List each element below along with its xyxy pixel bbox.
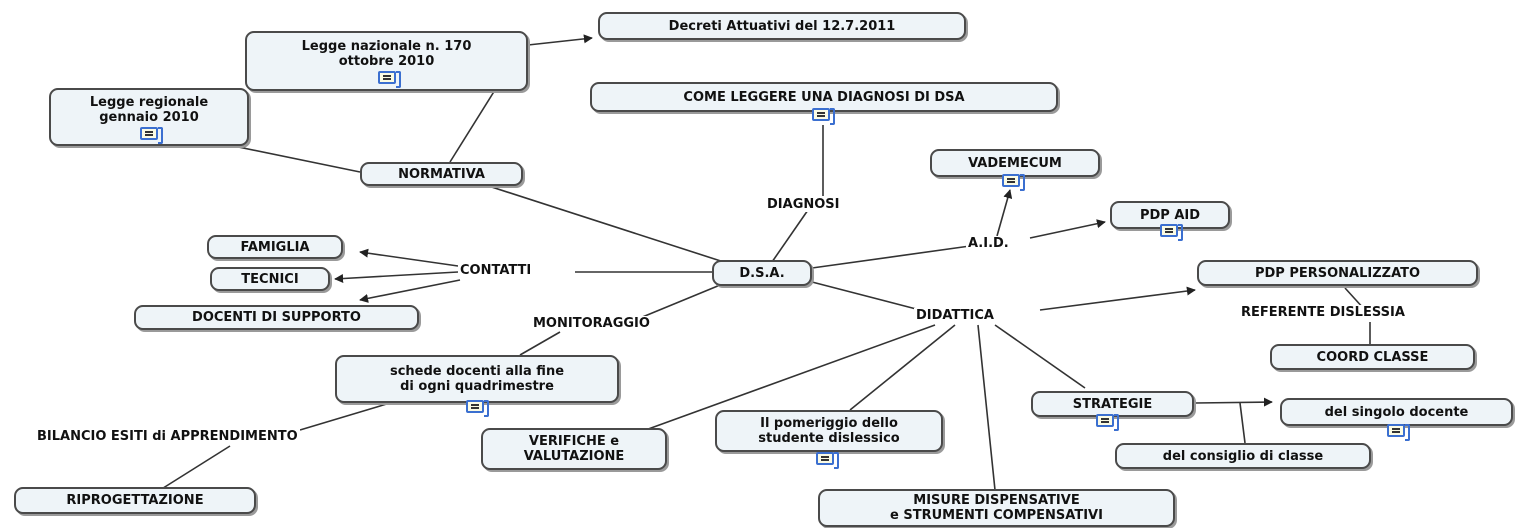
node-text: di ogni quadrimestre — [400, 379, 554, 394]
node-text: COORD CLASSE — [1316, 349, 1429, 365]
node-docenti-supporto[interactable]: DOCENTI DI SUPPORTO — [134, 305, 419, 330]
node-famiglia[interactable]: FAMIGLIA — [207, 235, 343, 259]
node-schede-docenti[interactable]: schede docenti alla fine di ogni quadrim… — [335, 355, 619, 403]
node-text: COME LEGGERE UNA DIAGNOSI DI DSA — [683, 89, 965, 105]
node-coord-classe[interactable]: COORD CLASSE — [1270, 344, 1475, 370]
node-legge-nazionale[interactable]: Legge nazionale n. 170 ottobre 2010 — [245, 31, 528, 91]
link-label-diagnosi: DIAGNOSI — [765, 197, 842, 212]
node-pdp-personalizzato[interactable]: PDP PERSONALIZZATO — [1197, 260, 1478, 286]
node-misure-strumenti[interactable]: MISURE DISPENSATIVE e STRUMENTI COMPENSA… — [818, 489, 1175, 527]
node-text: TECNICI — [241, 271, 299, 287]
node-verifiche-valutazione[interactable]: VERIFICHE e VALUTAZIONE — [481, 428, 667, 470]
node-text: Legge regionale — [89, 94, 209, 110]
node-decreti-attuativi[interactable]: Decreti Attuativi del 12.7.2011 — [598, 12, 966, 40]
node-text: NORMATIVA — [398, 166, 485, 182]
node-legge-regionale[interactable]: Legge regionale gennaio 2010 — [49, 88, 249, 146]
link-label-aid: A.I.D. — [966, 236, 1011, 251]
node-text: ottobre 2010 — [338, 53, 435, 69]
node-text: VERIFICHE e — [528, 434, 620, 449]
node-singolo-docente[interactable]: del singolo docente — [1280, 398, 1513, 426]
node-pomeriggio-studente[interactable]: Il pomeriggio dello studente dislessico — [715, 410, 943, 452]
node-text: PDP AID — [1139, 207, 1201, 223]
node-text: VALUTAZIONE — [523, 449, 625, 464]
node-tecnici[interactable]: TECNICI — [210, 267, 330, 291]
link-label-didattica: DIDATTICA — [914, 308, 996, 323]
document-icon[interactable] — [1160, 224, 1183, 241]
document-icon[interactable] — [140, 126, 163, 144]
node-text: MISURE DISPENSATIVE — [913, 493, 1080, 508]
document-icon[interactable] — [1387, 424, 1410, 441]
node-text: studente dislessico — [758, 431, 900, 446]
document-icon[interactable] — [377, 70, 401, 88]
link-label-bilancio: BILANCIO ESITI di APPRENDIMENTO — [35, 429, 300, 444]
node-come-leggere-diagnosi[interactable]: COME LEGGERE UNA DIAGNOSI DI DSA — [590, 82, 1058, 112]
node-text: STRATEGIE — [1072, 396, 1153, 412]
node-riprogettazione[interactable]: RIPROGETTAZIONE — [14, 487, 256, 514]
node-strategie[interactable]: STRATEGIE — [1031, 391, 1194, 417]
node-text: Decreti Attuativi del 12.7.2011 — [668, 18, 896, 34]
node-text: VADEMECUM — [968, 155, 1062, 171]
node-text: DOCENTI DI SUPPORTO — [192, 310, 361, 325]
document-icon[interactable] — [812, 108, 835, 125]
document-icon[interactable] — [1002, 174, 1025, 191]
node-consiglio-classe[interactable]: del consiglio di classe — [1115, 443, 1371, 469]
node-text: D.S.A. — [739, 265, 785, 281]
node-text: schede docenti alla fine — [389, 364, 565, 379]
node-text: FAMIGLIA — [240, 239, 310, 255]
document-icon[interactable] — [1096, 414, 1119, 431]
link-label-referente: REFERENTE DISLESSIA — [1239, 305, 1407, 320]
node-dsa[interactable]: D.S.A. — [712, 260, 812, 286]
node-text: del singolo docente — [1324, 404, 1469, 420]
node-text: RIPROGETTAZIONE — [66, 493, 204, 508]
node-normativa[interactable]: NORMATIVA — [360, 162, 523, 186]
node-text: e STRUMENTI COMPENSATIVI — [890, 508, 1103, 523]
node-text: Legge nazionale n. 170 — [301, 38, 472, 54]
node-vademecum[interactable]: VADEMECUM — [930, 149, 1100, 177]
document-icon[interactable] — [466, 400, 489, 417]
node-text: PDP PERSONALIZZATO — [1254, 265, 1421, 281]
link-label-contatti: CONTATTI — [458, 263, 534, 278]
node-text: gennaio 2010 — [99, 109, 199, 125]
node-text: del consiglio di classe — [1162, 448, 1324, 464]
link-label-monitoraggio: MONITORAGGIO — [531, 316, 652, 331]
node-text: Il pomeriggio dello — [760, 416, 898, 431]
document-icon[interactable] — [816, 452, 839, 469]
